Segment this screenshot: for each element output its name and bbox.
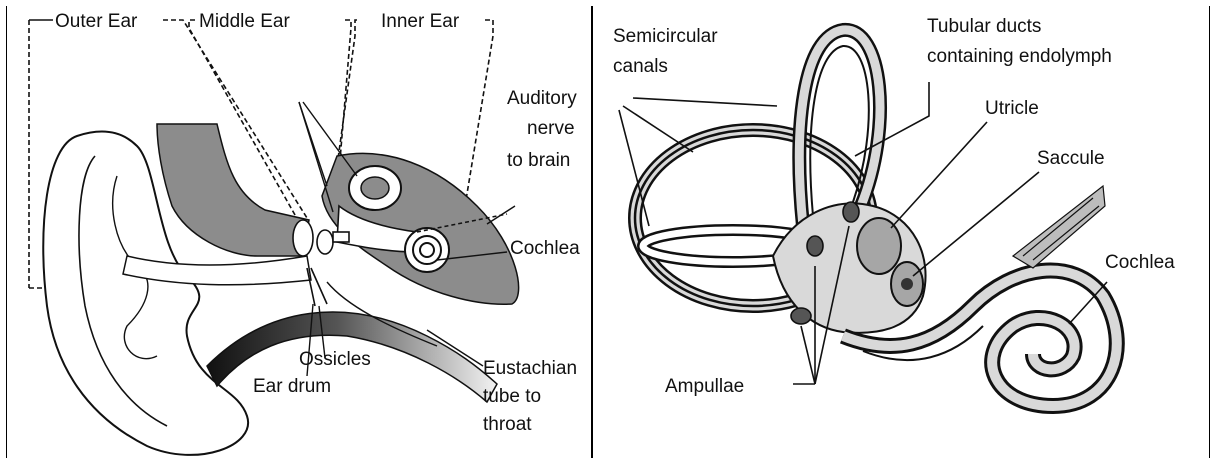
nerve-arrow <box>487 206 515 224</box>
ear-anatomy-panel: Outer Ear Middle Ear Inner Ear <box>6 6 592 458</box>
inner-ear-panel: Semicircular canals Tubular ducts contai… <box>592 6 1210 458</box>
label-utricle: Utricle <box>985 98 1039 119</box>
label-middle-ear: Middle Ear <box>199 11 290 32</box>
label-eustachian-1: Eustachian <box>483 358 577 379</box>
utricle <box>857 218 901 274</box>
canal-loop-inner <box>361 177 389 199</box>
label-auditory-1: Auditory <box>507 88 577 109</box>
cochlea-spiral <box>405 228 449 272</box>
label-ampullae: Ampullae <box>665 376 744 397</box>
label-cochlea-right: Cochlea <box>1105 252 1175 273</box>
saccule-macula <box>901 278 913 290</box>
label-tubular-2: containing endolymph <box>927 46 1112 67</box>
label-ossicles: Ossicles <box>299 349 371 370</box>
cochlear-duct-hatch <box>1013 186 1105 268</box>
ear-anatomy-figure: Outer Ear Middle Ear Inner Ear <box>7 6 593 458</box>
label-tubular-1: Tubular ducts <box>927 16 1041 37</box>
inner-ear-figure: Semicircular canals Tubular ducts contai… <box>593 6 1211 458</box>
label-saccule: Saccule <box>1037 148 1105 169</box>
label-inner-ear: Inner Ear <box>381 11 460 32</box>
label-ear-drum: Ear drum <box>253 376 331 397</box>
ear-canal-tissue <box>157 124 309 256</box>
label-auditory-2: nerve <box>527 118 575 139</box>
label-eustachian-3: throat <box>483 414 532 435</box>
label-semicircular-2: canals <box>613 56 668 77</box>
semicircular-canal-superior <box>799 30 880 226</box>
label-eustachian-2: tube to <box>483 386 541 407</box>
label-semicircular-1: Semicircular <box>613 26 718 47</box>
label-cochlea-left: Cochlea <box>510 238 580 259</box>
label-outer-ear: Outer Ear <box>55 11 138 32</box>
label-auditory-3: to brain <box>507 150 570 171</box>
